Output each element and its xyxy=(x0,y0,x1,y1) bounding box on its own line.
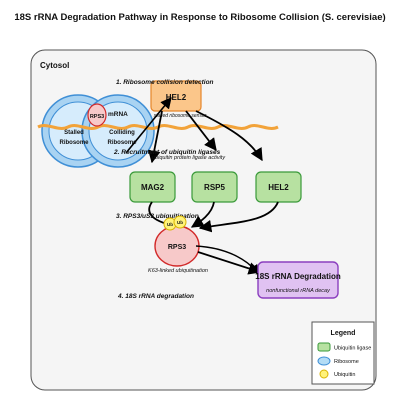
legend-swatch-ribosome xyxy=(317,356,331,366)
degradation-sublabel: nonfunctional rRNA decay xyxy=(266,288,331,294)
arrow-ribosome-to-hel2 xyxy=(125,97,172,154)
arrow-hel2-to-hel2-ligase xyxy=(195,110,263,162)
legend-label-ligase: Ubiquitin ligase xyxy=(334,346,371,352)
legend-label-ribosome: Ribosome xyxy=(334,359,359,365)
step-2-sublabel: ubiquitin protein ligase activity xyxy=(152,155,226,161)
arrow-rps3-to-degradation-2 xyxy=(195,245,259,275)
ubiquitin-right-label: Ub xyxy=(177,220,183,225)
step-2-label: 2. Recruitment of ubiquitin ligases xyxy=(113,149,221,156)
rps3-on-ribosome-label: RPS3 xyxy=(90,114,104,120)
degradation-node xyxy=(257,261,339,299)
hel2-ligase-node xyxy=(255,171,302,203)
rps3-label: RPS3 xyxy=(168,244,186,251)
stalled-ribosome-label-1: Stalled xyxy=(64,130,84,136)
ubiquitin-right xyxy=(173,215,187,229)
stalled-ribosome-label-2: Ribosome xyxy=(59,140,89,146)
ubiquitin-left-label: Ub xyxy=(167,222,173,227)
hel2-ligase-label: HEL2 xyxy=(268,183,289,192)
diagram-title: 18S rRNA Degradation Pathway in Response… xyxy=(14,12,385,23)
legend-swatch-ubiquitin xyxy=(319,369,329,379)
legend-swatch-ligase xyxy=(317,342,331,352)
step-3-label: 3. RPS3/uS3 ubiquitination xyxy=(116,213,199,220)
step-1-label: 1. Ribosome collision detection xyxy=(116,79,214,86)
legend-label-ubiquitin: Ubiquitin xyxy=(334,372,355,378)
degradation-label: 18S rRNA Degradation xyxy=(255,272,341,281)
hel2-sensor-sublabel: stalled ribosome sensor xyxy=(154,113,207,119)
hel2-sensor-label: HEL2 xyxy=(166,93,187,102)
arrow-hel2-ligase-to-rps3 xyxy=(198,201,279,233)
step-3-sublabel: K63-linked ubiquitination xyxy=(148,268,208,274)
step-4-label: 4. 18S rRNA degradation xyxy=(117,293,194,300)
mrna-label: mRNA xyxy=(108,111,128,118)
colliding-ribosome-label-2: Ribosome xyxy=(107,140,137,146)
rsp5-node xyxy=(191,171,238,203)
mag2-node xyxy=(129,171,176,203)
rps3-on-ribosome xyxy=(87,103,107,127)
rsp5-label: RSP5 xyxy=(204,183,225,192)
arrow-hel2-to-mag2 xyxy=(147,110,163,164)
colliding-ribosome-label-1: Colliding xyxy=(109,130,135,136)
cytosol-label: Cytosol xyxy=(40,61,69,70)
legend: Legend Ubiquitin ligase Ribosome Ubiquit… xyxy=(311,321,375,385)
arrow-rsp5-to-rps3 xyxy=(190,201,215,228)
arrow-hel2-to-rsp5 xyxy=(185,110,217,151)
legend-title: Legend xyxy=(331,330,356,337)
mag2-label: MAG2 xyxy=(141,183,165,192)
